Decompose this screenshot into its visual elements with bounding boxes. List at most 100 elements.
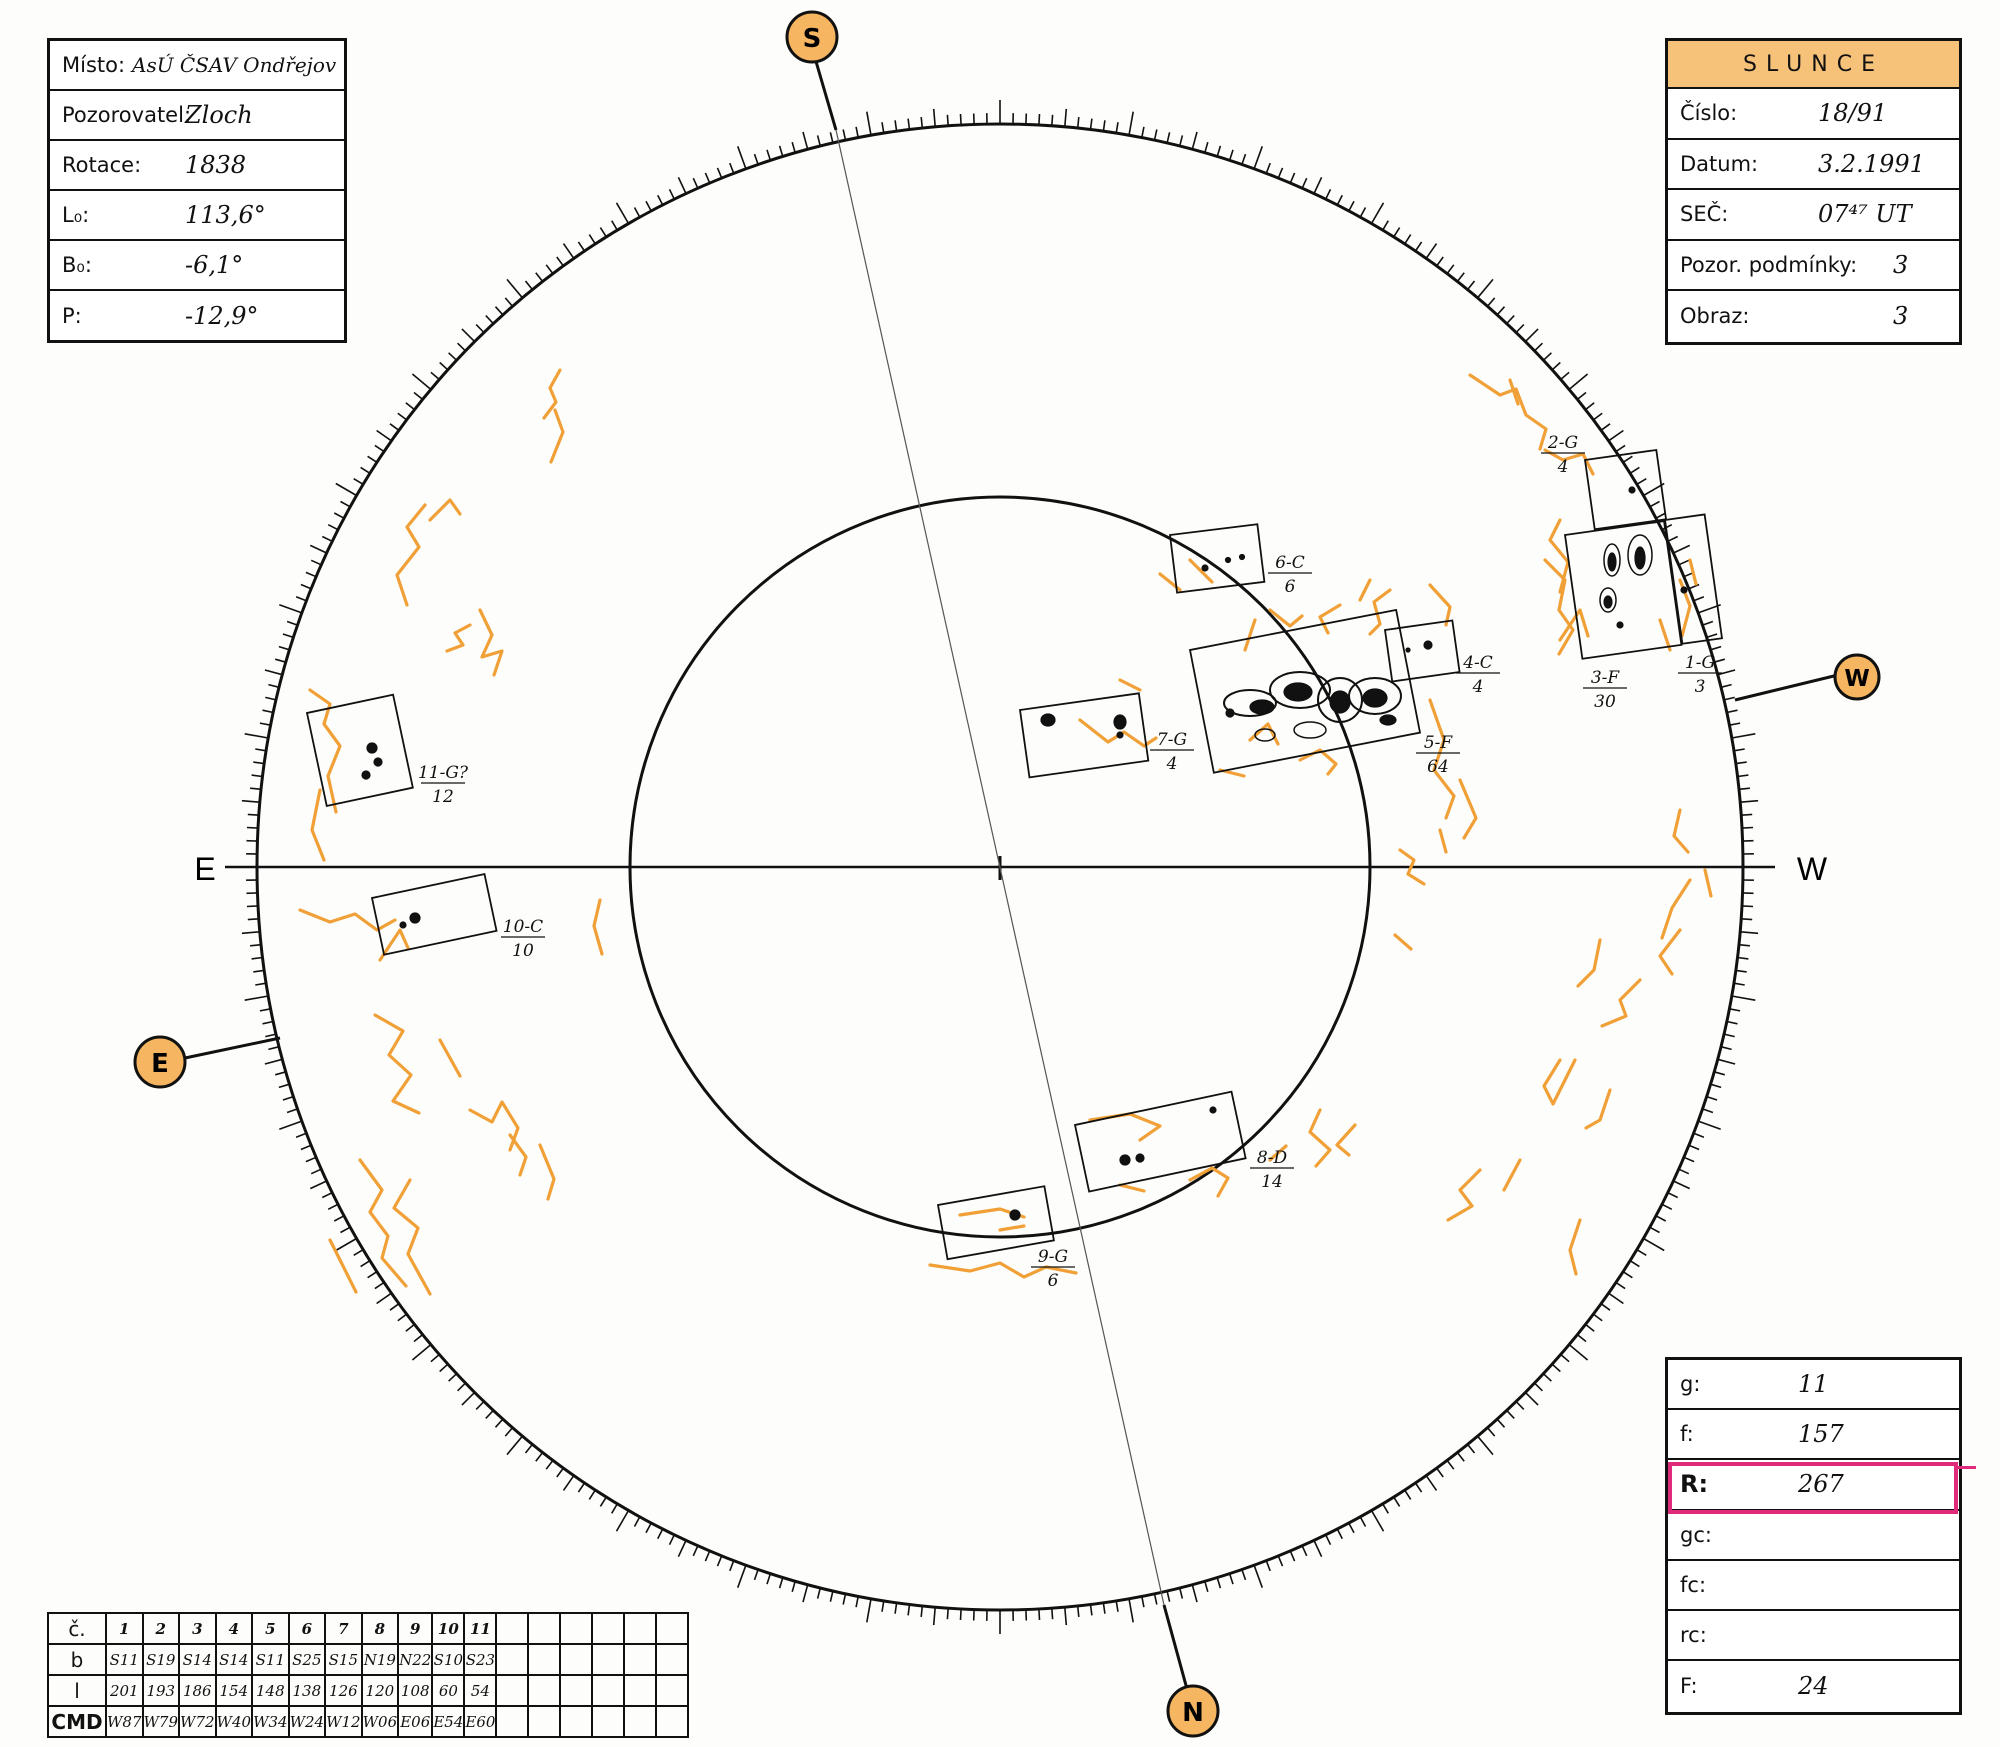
group-number-cell: 11 [463,1612,498,1645]
facula [1188,558,1214,584]
limb-tick [842,1593,847,1605]
limb-tick [1382,1503,1389,1514]
facula [1703,868,1713,898]
group-number-cell: 10 [431,1612,466,1645]
limb-tick [932,1607,936,1626]
south-badge-label: S [803,24,822,54]
limb-tick [1141,126,1145,138]
group-latitude-cell: S23 [463,1643,498,1676]
limb-tick [367,455,378,463]
frame-8-D [1073,1090,1247,1193]
limb-tick [278,1083,290,1089]
limb-tick [244,733,269,739]
group-count-7-G: 4 [1166,754,1178,774]
facula [1508,378,1520,406]
limb-tick [1542,1373,1552,1382]
limb-tick [389,423,400,431]
facula [1542,1058,1562,1104]
west-badge-stem [1734,673,1839,702]
limb-tick [556,1467,564,1478]
group-number-cell: 9 [397,1612,434,1645]
limb-tick [1228,149,1234,161]
limb-tick [1667,1191,1679,1199]
group-cmd-cell [591,1705,626,1738]
facula [1118,1183,1146,1193]
group-number-cell: 8 [360,1612,400,1645]
limb-tick [448,1373,458,1382]
group-number-cell [591,1612,626,1645]
observation-info-row: L₀:113,6° [50,191,344,241]
sunspot [1293,721,1327,739]
limb-tick [1456,1452,1465,1462]
group-count-9-G: 6 [1048,1271,1059,1291]
limb-tick [1486,297,1496,307]
limb-tick [250,943,262,947]
limb-tick [1649,500,1660,508]
activity-stat-label: F: [1680,1674,1698,1699]
group-latitude-cell [559,1643,594,1676]
sunspot [1680,586,1688,594]
limb-tick [704,172,711,184]
facula [1268,608,1304,628]
limb-tick [253,969,265,973]
activity-stat-label: gc: [1680,1522,1712,1547]
sunspot [1603,543,1621,577]
group-longitude-cell [527,1674,562,1707]
limb-tick [588,234,596,245]
group-latitude-cell: S25 [287,1643,327,1676]
limb-tick [405,1323,415,1332]
group-longitude-cell [655,1674,690,1707]
group-longitude-cell: 138 [287,1674,327,1707]
sunspot [1634,546,1646,570]
limb-tick [1265,162,1271,174]
limb-tick [1436,256,1444,267]
sunspot [1628,486,1636,494]
limb-tick [247,813,259,816]
limb-tick [1600,1303,1611,1311]
limb-tick [1533,1382,1543,1392]
limb-tick [1740,799,1759,803]
group-cmd-header: CMD [47,1705,107,1738]
slunce-info-row: SEČ:07⁴⁷ UT [1668,190,1959,241]
limb-tick [866,111,872,136]
limb-tick [1336,1528,1344,1540]
limb-tick [1301,1545,1308,1557]
limb-tick [611,1503,618,1514]
limb-tick [535,272,544,282]
activity-stat-row: rc: [1668,1611,1959,1662]
limb-tick [692,1545,699,1557]
limb-tick [881,122,885,134]
limb-tick [457,342,467,352]
limb-tick [1608,1292,1624,1305]
frame-7-G [1018,692,1150,779]
limb-tick [1216,1577,1222,1589]
sunspot [1603,595,1613,609]
limb-tick [668,1534,676,1546]
observation-info-row: Rotace:1838 [50,141,344,191]
limb-tick [1324,188,1332,200]
slunce-info-value: 3 [1893,250,1909,279]
limb-tick [461,328,476,343]
limb-tick [1738,943,1750,947]
observation-info-row: Pozorovatel:Zloch [50,91,344,141]
group-latitude-cell: S11 [251,1643,290,1676]
limb-tick [250,787,262,791]
limb-tick [1741,918,1753,921]
limb-degree-ticks [233,100,1767,1634]
limb-tick [1038,1608,1041,1621]
limb-tick [1515,324,1525,334]
group-number-cell: 1 [105,1612,144,1645]
group-count-8-D: 14 [1261,1172,1283,1192]
limb-tick [274,1071,287,1076]
group-number-cell [495,1612,530,1645]
limb-tick [816,1587,822,1599]
limb-tick [656,1528,664,1540]
facula [358,1158,408,1288]
limb-tick [1678,1168,1690,1175]
limb-tick [1313,176,1323,194]
limb-tick [1216,145,1222,157]
group-label-9-G: 9-G [1038,1247,1068,1267]
limb-tick [920,1605,924,1617]
